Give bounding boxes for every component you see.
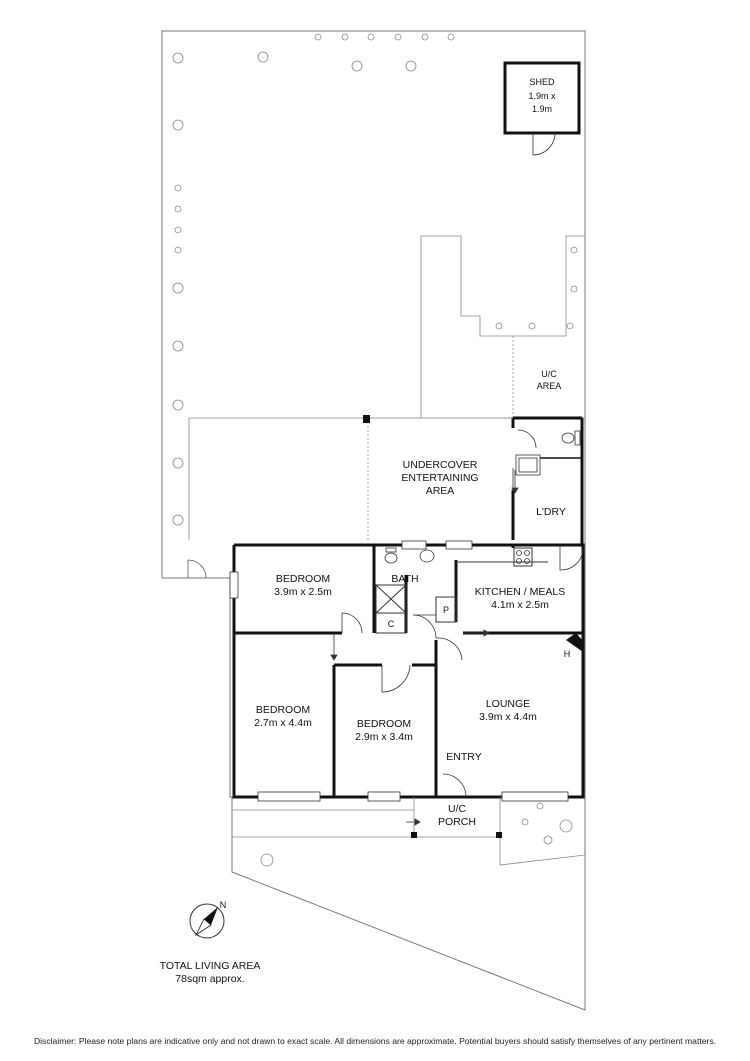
wc-door xyxy=(517,429,537,449)
tree xyxy=(394,33,402,41)
tree xyxy=(174,184,182,192)
tree xyxy=(447,33,455,41)
tree xyxy=(521,818,529,826)
front-verandah xyxy=(232,797,586,866)
cooktop-icon xyxy=(516,550,530,564)
compass-icon: N xyxy=(189,900,227,939)
entry-label: ENTRY xyxy=(446,751,481,763)
kitchen-name: KITCHEN / MEALS xyxy=(475,586,565,598)
tree xyxy=(570,246,578,254)
living-area-line1: TOTAL LIVING AREA xyxy=(160,960,261,972)
tree xyxy=(528,322,536,330)
tree xyxy=(172,119,184,131)
tree xyxy=(351,60,363,72)
direction-arrows xyxy=(330,470,519,826)
shed-dim1: 1.9m x xyxy=(528,91,556,101)
kitchen-dims: 4.1m x 2.5m xyxy=(491,599,549,611)
undercover-line2: ENTERTAINING xyxy=(401,472,478,484)
tree xyxy=(566,322,574,330)
tree xyxy=(174,205,182,213)
uc-area-line1: U/C xyxy=(541,369,557,379)
toilet-icon xyxy=(561,430,581,446)
shed-dim2: 1.9m xyxy=(532,104,552,114)
bedroom1-name: BEDROOM xyxy=(276,573,330,585)
tree xyxy=(559,819,573,833)
laundry-tub-icon xyxy=(515,454,541,476)
undercover-line3: AREA xyxy=(426,485,455,497)
heater-icon xyxy=(566,633,583,652)
lounge-dims: 3.9m x 4.4m xyxy=(479,711,537,723)
porch-post xyxy=(411,832,417,838)
heater-label: H xyxy=(564,649,571,659)
laundry-label: L'DRY xyxy=(536,506,566,518)
undercover-line1: UNDERCOVER xyxy=(403,459,478,471)
tree xyxy=(257,51,269,63)
side-gate xyxy=(187,559,207,579)
living-area-line2: 78sqm approx. xyxy=(175,973,244,985)
uc-area-line2: AREA xyxy=(537,381,562,391)
porch-post xyxy=(496,832,502,838)
property-boundary xyxy=(161,30,586,1011)
shed-door xyxy=(532,132,556,156)
tree xyxy=(536,802,544,810)
tree xyxy=(495,322,503,330)
laundry-walls xyxy=(511,416,584,545)
post xyxy=(363,415,370,423)
bedroom2-dims: 2.7m x 4.4m xyxy=(254,717,312,729)
bedroom2-name: BEDROOM xyxy=(256,704,310,716)
tree xyxy=(405,60,417,72)
tree xyxy=(172,340,184,352)
tree xyxy=(421,33,429,41)
tree xyxy=(174,226,182,234)
tree xyxy=(172,52,184,64)
tree xyxy=(172,457,184,469)
bedroom3-name: BEDROOM xyxy=(357,718,411,730)
shed-label: SHED xyxy=(529,77,555,87)
tree xyxy=(367,33,375,41)
porch-line1: U/C xyxy=(448,803,467,815)
bedroom3-dims: 2.9m x 3.4m xyxy=(355,731,413,743)
doors xyxy=(341,468,584,798)
pantry-label: P xyxy=(443,605,449,615)
house-internal-lines xyxy=(375,547,548,634)
disclaimer: Disclaimer: Please note plans are indica… xyxy=(33,1036,717,1046)
cupboard-label: C xyxy=(388,619,395,629)
tree xyxy=(172,399,184,411)
bath-fixtures-icon xyxy=(384,547,435,564)
windows xyxy=(229,540,569,802)
tree xyxy=(172,514,184,526)
lounge-name: LOUNGE xyxy=(486,698,530,710)
tree xyxy=(260,853,274,867)
tree xyxy=(543,835,553,845)
bath-label: BATH xyxy=(391,573,418,585)
rear-yard-outline xyxy=(188,235,585,540)
tree xyxy=(570,285,578,293)
tree xyxy=(174,246,182,254)
trees xyxy=(172,33,578,867)
compass-north: N xyxy=(220,900,227,910)
bedroom1-dims: 3.9m x 2.5m xyxy=(274,586,332,598)
tree xyxy=(341,33,349,41)
porch-line2: PORCH xyxy=(438,816,476,828)
shed xyxy=(503,61,581,135)
tree xyxy=(172,282,184,294)
tree xyxy=(314,33,322,41)
